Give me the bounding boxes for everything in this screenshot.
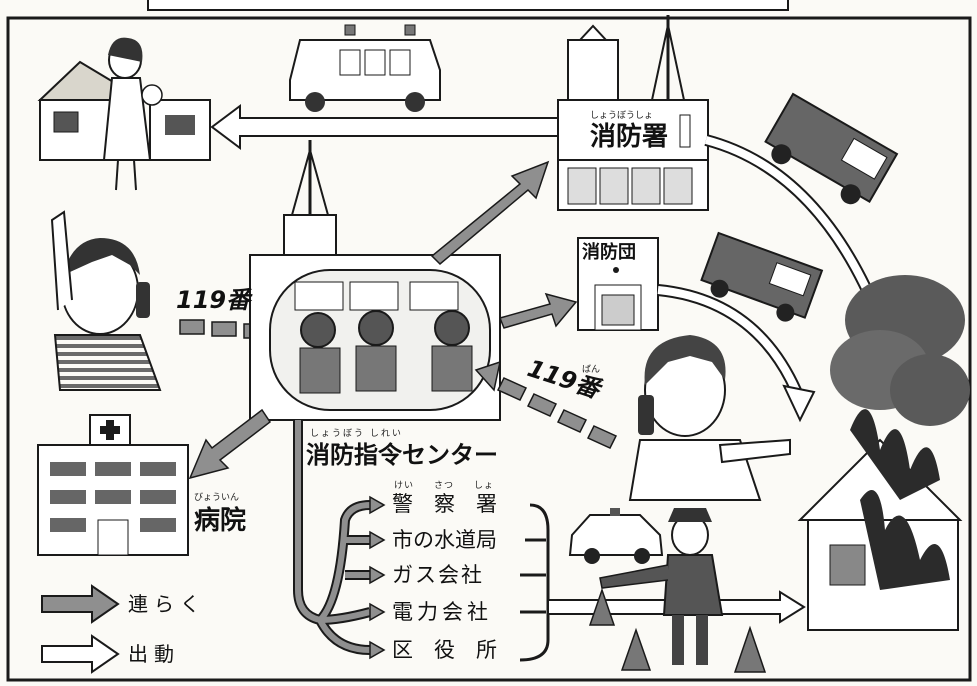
org-gas-company: ガス会社 — [392, 563, 484, 587]
fire-brigade-label: 消防団 — [582, 242, 636, 263]
legend-outline-arrow — [41, 634, 120, 674]
contact-arrow-to-fire-station — [430, 160, 550, 266]
fire-brigade-building — [577, 237, 659, 331]
call-arrow-right — [474, 360, 618, 449]
org-police-ruby: けい さつ しょ — [394, 481, 495, 491]
organization-arrow-heads — [369, 495, 386, 660]
command-center-building — [249, 140, 501, 421]
fire-station-building — [557, 15, 709, 211]
legend-dispatch-label: 出動 — [128, 642, 180, 666]
police-car-icon — [568, 508, 664, 564]
call-right-ruby: ばん — [582, 365, 601, 375]
fire-engine-icon — [764, 92, 899, 205]
woman-calling-icon — [628, 335, 791, 501]
legend-contact-label: 連らく — [128, 592, 206, 616]
organization-dispatch-bracket — [519, 503, 550, 662]
org-police-station: 警 察 署 — [392, 492, 497, 516]
org-power-company: 電力会社 — [392, 600, 492, 624]
man-calling-icon — [50, 210, 162, 391]
call-left-label: 119番 — [176, 286, 251, 314]
ambulance-icon — [289, 24, 441, 112]
outer-border — [6, 16, 972, 682]
traffic-cone-icons — [588, 587, 767, 673]
fire-station-ruby: しょうぼうしょ — [590, 111, 654, 121]
org-water-bureau: 市の水道局 — [392, 528, 497, 552]
burning-house-icon — [797, 275, 970, 631]
fire-station-label: 消防署 — [590, 122, 669, 152]
title-frame — [147, 0, 789, 11]
contact-arrow-to-hospital — [188, 408, 272, 480]
org-ward-office: 区 役 所 — [392, 638, 497, 662]
hospital-ruby: びょういん — [194, 493, 240, 503]
legend-filled-arrow — [41, 584, 120, 624]
dispatch-arrow-to-house — [210, 104, 561, 150]
command-center-ruby: しょうぼう しれい — [310, 429, 403, 439]
house-with-mother-icon — [37, 37, 211, 191]
contact-arrow-to-fire-brigade — [498, 292, 578, 329]
fire-engine-2-icon — [700, 231, 824, 322]
police-officer-icon — [599, 508, 724, 665]
hospital-building — [37, 414, 189, 556]
command-center-label: 消防指令センター — [306, 441, 498, 469]
hospital-label: 病院 — [194, 506, 247, 536]
